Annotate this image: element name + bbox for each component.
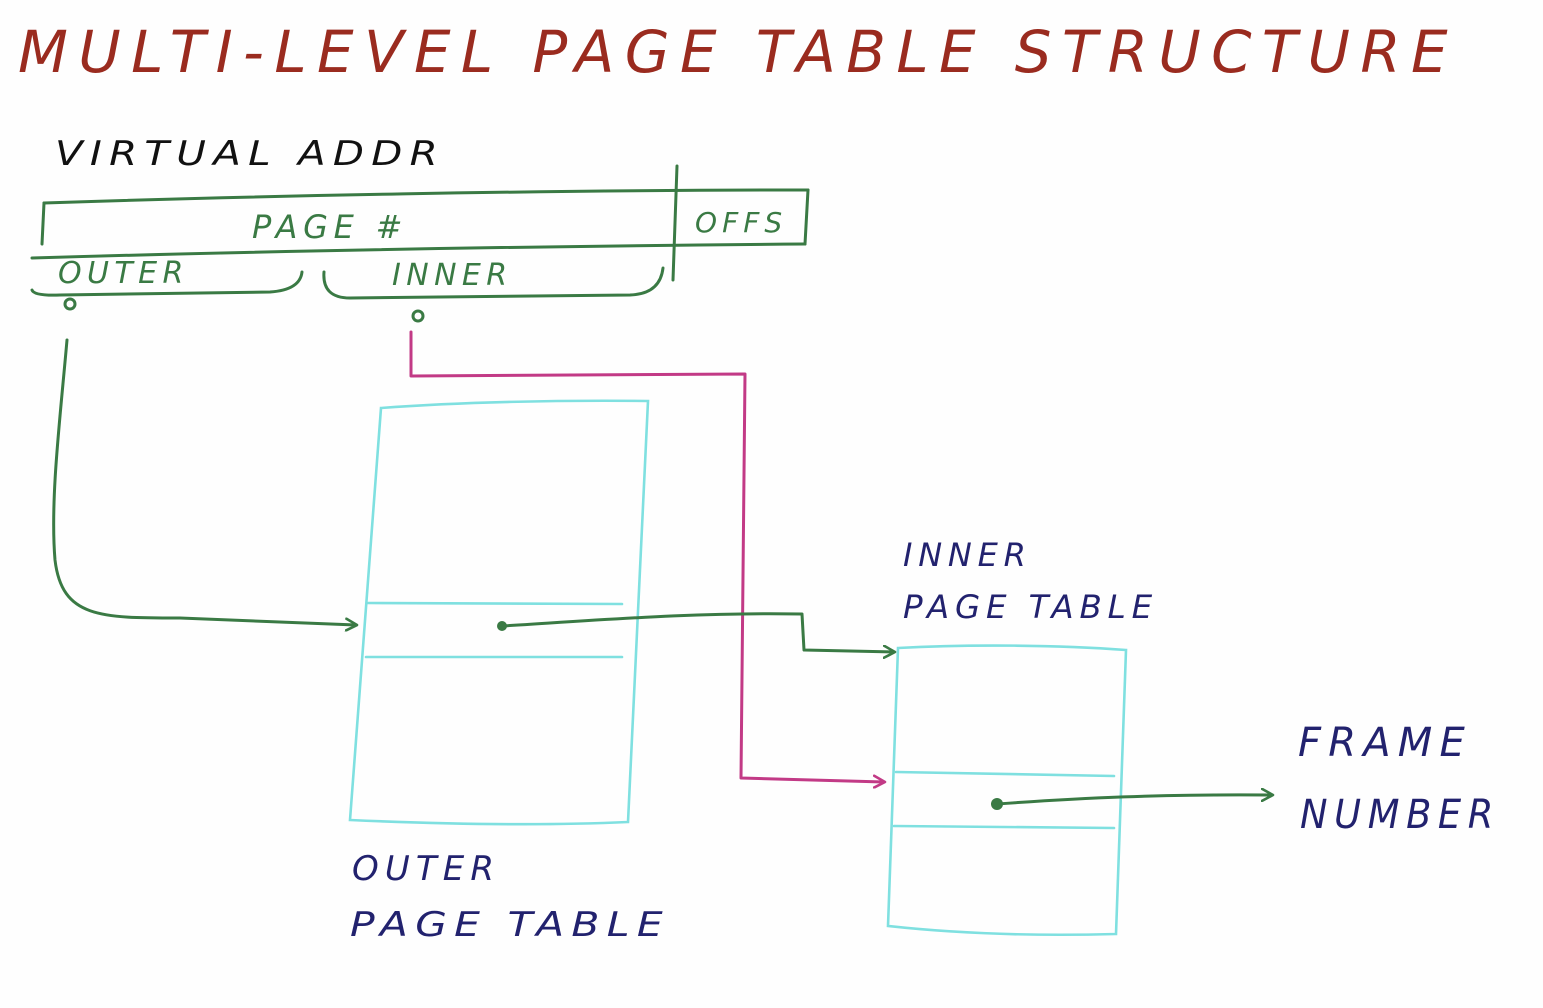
outer-brace [30,270,304,311]
offset-divider [671,164,679,282]
virtual-address-box [30,164,810,282]
page-number-field-label: PAGE # [252,208,408,246]
diagram-title: MULTI-LEVEL PAGE TABLE STRUCTURE [18,18,1458,86]
inner-page-table-label-2: PAGE TABLE [903,588,1158,626]
frame-number-label-1: FRAME [1298,720,1472,766]
inner-page-table-entry-top [894,770,1116,778]
offset-field-label: OFFS [695,206,787,239]
outer-page-table-entry-top [366,601,624,606]
inner-to-frame-arrow [995,795,1272,806]
inner-page-table-entry-bottom [892,824,1116,830]
outer-to-inner-arrow [500,612,894,652]
inner-index-arrow [409,330,884,782]
inner-index-label: INNER [392,258,513,293]
virtual-address-label: VIRTUAL ADDR [55,134,445,174]
outer-page-table [348,399,650,826]
outer-index-arrow [52,338,356,625]
outer-index-label: OUTER [58,256,189,291]
outer-page-table-label-2: PAGE TABLE [350,905,670,945]
inner-page-table [886,644,1128,937]
inner-page-table-label-1: INNER [903,536,1032,574]
inner-brace [322,266,665,323]
frame-number-label-2: NUMBER [1300,792,1500,838]
outer-page-table-label-1: OUTER [352,849,500,889]
